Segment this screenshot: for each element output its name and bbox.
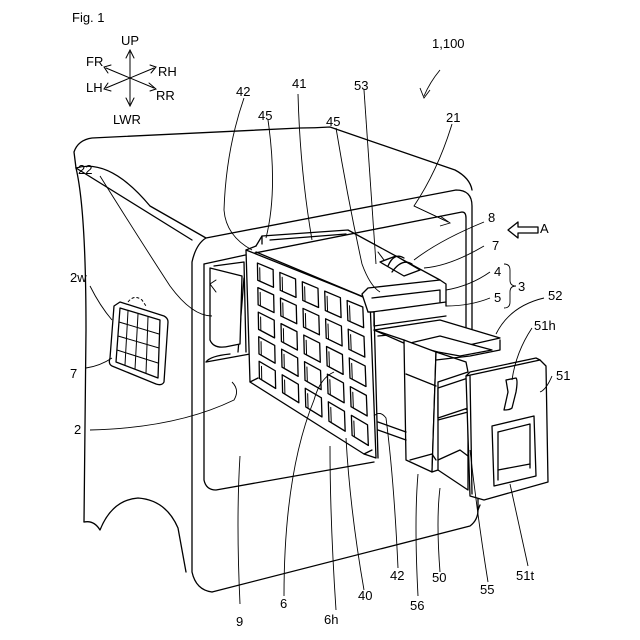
direction-lwr: LWR bbox=[113, 112, 141, 127]
label-2: 2 bbox=[74, 422, 81, 437]
label-50: 50 bbox=[432, 570, 446, 585]
label-vehicle: 1,100 bbox=[432, 36, 465, 51]
direction-fr: FR bbox=[86, 54, 103, 69]
direction-rh: RH bbox=[158, 64, 177, 79]
label-6: 6 bbox=[280, 596, 287, 611]
label-22: 22 bbox=[78, 162, 92, 177]
label-3: 3 bbox=[518, 279, 525, 294]
figure-label: Fig. 1 bbox=[72, 10, 105, 25]
label-7-right: 7 bbox=[492, 238, 499, 253]
direction-rr: RR bbox=[156, 88, 175, 103]
view-arrow: A bbox=[508, 221, 549, 238]
label-41: 41 bbox=[292, 76, 306, 91]
label-40: 40 bbox=[358, 588, 372, 603]
bracket-3: 3 bbox=[504, 264, 525, 308]
label-53: 53 bbox=[354, 78, 368, 93]
view-arrow-label: A bbox=[540, 221, 549, 236]
label-4: 4 bbox=[494, 264, 501, 279]
label-21: 21 bbox=[446, 110, 460, 125]
label-2w: 2w bbox=[70, 270, 87, 285]
label-7-left: 7 bbox=[70, 366, 77, 381]
lattice-panel bbox=[246, 246, 376, 458]
label-45-left: 45 bbox=[258, 108, 272, 123]
label-5: 5 bbox=[494, 290, 501, 305]
side-window-grid bbox=[109, 297, 168, 384]
label-51: 51 bbox=[556, 368, 570, 383]
label-42-bottom: 42 bbox=[390, 568, 404, 583]
label-51t: 51t bbox=[516, 568, 534, 583]
direction-up: UP bbox=[121, 33, 139, 48]
label-6h: 6h bbox=[324, 612, 338, 627]
label-45-mid: 45 bbox=[326, 114, 340, 129]
label-52: 52 bbox=[548, 288, 562, 303]
label-8: 8 bbox=[488, 210, 495, 225]
label-9: 9 bbox=[236, 614, 243, 629]
label-56: 56 bbox=[410, 598, 424, 613]
label-51h: 51h bbox=[534, 318, 556, 333]
direction-indicator: UP LWR FR LH RH RR bbox=[86, 33, 177, 127]
top-handle bbox=[378, 252, 420, 276]
label-55: 55 bbox=[480, 582, 494, 597]
direction-lh: LH bbox=[86, 80, 103, 95]
label-42-top: 42 bbox=[236, 84, 250, 99]
